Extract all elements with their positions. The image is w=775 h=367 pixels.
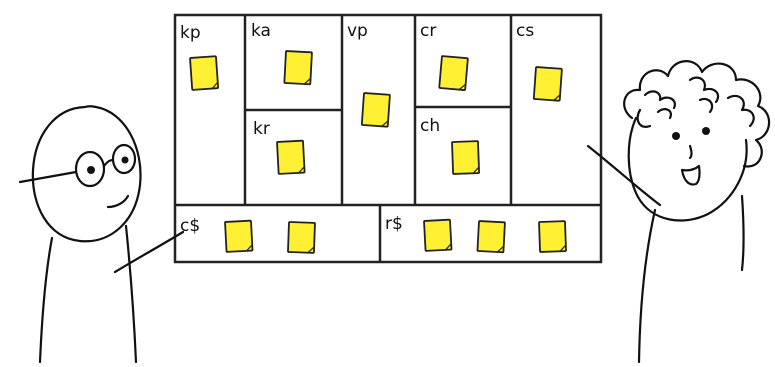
sticky-note-revenue-1 xyxy=(424,220,452,251)
glasses-person-body-right xyxy=(126,226,136,362)
block-label-cs: cs xyxy=(516,21,534,41)
sticky-note-cs xyxy=(534,67,562,101)
curly-person-nose xyxy=(690,146,692,158)
glasses-person-arm xyxy=(115,232,183,272)
glasses-person-mouth xyxy=(108,196,128,207)
block-label-kp: kp xyxy=(180,23,201,43)
curly-person-mouth xyxy=(682,166,700,184)
curly-person-body-right xyxy=(742,196,744,270)
glasses-person-body-left xyxy=(40,238,52,362)
block-label-kr: kr xyxy=(253,119,270,139)
person-with-curly-hair xyxy=(588,61,769,362)
sticky-notes xyxy=(190,51,566,253)
block-label-revenue: r$ xyxy=(385,214,403,234)
sticky-note-ch xyxy=(452,141,479,174)
block-label-ch: ch xyxy=(420,116,440,136)
sticky-note-kp xyxy=(190,56,218,90)
curly-person-body-left xyxy=(639,210,655,362)
block-label-cr: cr xyxy=(420,21,436,41)
glasses-person-eye-right xyxy=(122,157,129,164)
glasses-icon xyxy=(20,145,135,186)
sticky-note-cost-2 xyxy=(288,222,315,253)
sticky-note-kr xyxy=(277,141,305,174)
sticky-note-revenue-2 xyxy=(477,221,505,252)
block-label-ka: ka xyxy=(251,21,271,41)
curly-person-arm xyxy=(588,146,660,205)
curly-person-eye-right xyxy=(702,127,710,135)
sticky-note-cost-1 xyxy=(225,221,253,252)
sticky-note-vp xyxy=(362,93,390,127)
sticky-note-cr xyxy=(439,56,468,90)
person-with-glasses xyxy=(20,106,183,362)
sticky-note-ka xyxy=(284,51,312,84)
curly-person-eye-left xyxy=(672,132,680,140)
sticky-note-revenue-3 xyxy=(539,221,566,252)
glasses-person-eye-left xyxy=(87,166,95,174)
block-label-vp: vp xyxy=(347,21,368,41)
